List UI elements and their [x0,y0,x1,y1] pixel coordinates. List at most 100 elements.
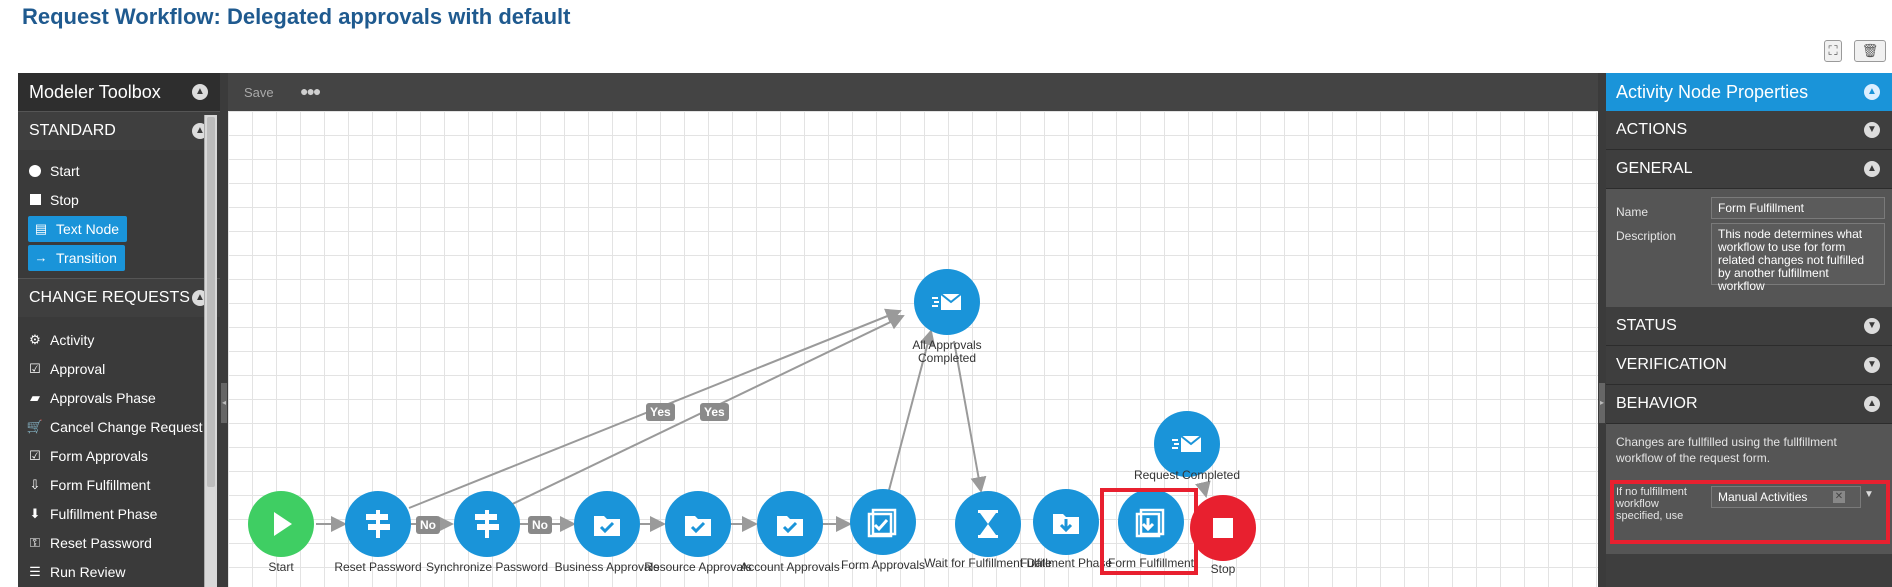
form-fulfillment-node[interactable] [1118,489,1184,555]
modeler-toolbox: Modeler Toolbox ▲ STANDARD ▲ Start Stop … [18,73,220,587]
workflow-canvas[interactable]: No No Yes Yes Start Reset Password Synch… [228,111,1598,587]
tray-download-icon: ⬇ [29,505,41,521]
collapse-right-icon[interactable]: ▸ [1599,383,1605,423]
more-options-icon[interactable]: ●●● [300,83,321,99]
transition-line[interactable] [887,329,936,495]
toolbox-item-activity[interactable]: ⚙ Activity [28,325,220,354]
expand-section-icon[interactable]: ▼ [1864,122,1880,138]
form-approvals-node[interactable] [850,489,916,555]
toolbox-item-reset-password[interactable]: ⚿Reset Password [28,528,220,557]
chevron-down-icon[interactable]: ▼ [1864,489,1874,500]
fallback-select[interactable]: Manual Activities [1711,486,1861,508]
gears-icon: ⚙ [29,331,41,347]
collapse-left-icon[interactable]: ◂ [221,383,227,423]
left-splitter[interactable]: ◂ [220,73,228,587]
toolbox-item-stop[interactable]: Stop [28,185,220,214]
trash-icon[interactable]: 🗑 [1854,40,1886,62]
actions-section[interactable]: ACTIONS ▼ [1606,111,1892,150]
start-node[interactable] [248,491,314,557]
node-label: Start [268,560,294,574]
tray-download-icon [1053,514,1079,534]
toolbox-title: Modeler Toolbox [29,82,161,102]
hourglass-icon [978,510,998,538]
selection-highlight [1100,488,1198,575]
toolbox-item-label: Activity [50,331,95,348]
forms-check-icon: ☑ [29,447,41,463]
wait-for-fulfillment-date-node[interactable] [955,491,1021,557]
node-label: Form Fulfillment [1107,556,1194,570]
scrollbar-thumb[interactable] [207,117,215,487]
section-heading: GENERAL [1616,160,1693,177]
yes-tag[interactable]: Yes [700,403,729,421]
collapse-section-icon[interactable]: ▲ [1864,396,1880,412]
expand-section-icon[interactable]: ▼ [1864,318,1880,334]
node-label: Account Approvals [740,560,840,574]
expand-icon[interactable]: ⛶ [1824,40,1842,62]
node-label: Wait for Fulfillment Date [924,556,1052,570]
toolbox-scrollbar[interactable] [204,115,217,587]
verification-section[interactable]: VERIFICATION ▼ [1606,346,1892,385]
collapse-toolbox-icon[interactable]: ▲ [192,84,208,100]
right-splitter[interactable]: ▸ [1598,73,1606,587]
no-tag[interactable]: No [528,516,552,534]
toolbox-item-label: Start [50,162,80,179]
text-node-pill[interactable]: ▤ Text Node [28,215,128,242]
request-completed-node[interactable] [1154,411,1220,477]
save-button[interactable]: Save [244,85,274,100]
yes-tag[interactable]: Yes [646,403,675,421]
node-label: Request Completed [1133,468,1241,482]
toolbox-item-transition[interactable]: → Transition [28,243,220,272]
selection-highlight [1610,480,1890,544]
toolbox-item-approval[interactable]: ☑Approval [28,354,220,383]
toolbox-item-text-node[interactable]: ▤ Text Node [28,214,220,243]
synchronize-password-node[interactable] [454,491,520,557]
description-field[interactable]: This node determines what workflow to us… [1711,223,1885,293]
clear-icon[interactable]: ✕ [1833,491,1845,503]
node-label: Fulfillment Phase [1019,556,1113,570]
toolbox-item-fulfillment-phase[interactable]: ⬇Fulfillment Phase [28,499,220,528]
arrow-right-icon: → [34,250,48,265]
signpost-icon [475,510,499,538]
toolbox-item-start[interactable]: Start [28,156,220,185]
toolbox-item-label: Cancel Change Request [50,418,203,435]
node-label: Form Approvals [840,558,926,572]
change-requests-section-header[interactable]: CHANGE REQUESTS ▲ [18,278,220,317]
toolbox-item-run-review[interactable]: ☰Run Review [28,557,220,586]
transition-line[interactable] [953,340,987,493]
forms-check-icon [867,508,897,538]
transition-pill[interactable]: → Transition [28,244,125,271]
transition-line[interactable] [1195,480,1211,498]
forms-download-icon: ⇩ [29,476,41,492]
change-requests-list: ⚙Activity ☑Approval ▰Approvals Phase 🛒Ca… [18,317,220,587]
collapse-properties-icon[interactable]: ▲ [1864,84,1880,100]
account-approvals-node[interactable] [757,491,823,557]
text-node-icon: ▤ [34,220,48,236]
general-section[interactable]: GENERAL ▲ [1606,150,1892,189]
square-icon [28,193,42,207]
no-tag[interactable]: No [416,516,440,534]
section-heading: VERIFICATION [1616,356,1727,373]
toolbox-item-cancel-change-request[interactable]: 🛒Cancel Change Request [27,412,220,441]
toolbox-item-form-fulfillment[interactable]: ⇩Form Fulfillment [28,470,220,499]
fulfillment-phase-node[interactable] [1033,489,1099,555]
behavior-section[interactable]: BEHAVIOR ▲ [1606,385,1892,424]
toolbox-item-form-approvals[interactable]: ☑Form Approvals [28,441,220,470]
collapse-section-icon[interactable]: ▲ [1864,161,1880,177]
section-heading: ACTIONS [1616,121,1688,138]
expand-section-icon[interactable]: ▼ [1864,357,1880,373]
properties-panel: Activity Node Properties ▲ ACTIONS ▼ GEN… [1606,73,1892,587]
toolbox-item-label: Text Node [56,220,120,237]
folder-check-icon [685,516,711,536]
resource-approvals-node[interactable] [665,491,731,557]
stop-square-icon [1213,518,1233,538]
all-approvals-completed-node[interactable] [914,269,980,335]
standard-section-header[interactable]: STANDARD ▲ [18,111,220,150]
stop-node[interactable] [1190,495,1256,561]
status-section[interactable]: STATUS ▼ [1606,307,1892,346]
reset-password-node[interactable] [345,491,411,557]
toolbox-item-label: Approval [50,360,106,377]
name-field[interactable]: Form Fulfillment [1711,197,1885,219]
business-approvals-node[interactable] [574,491,640,557]
toolbox-item-approvals-phase[interactable]: ▰Approvals Phase [28,383,220,412]
mail-send-icon [932,293,962,310]
